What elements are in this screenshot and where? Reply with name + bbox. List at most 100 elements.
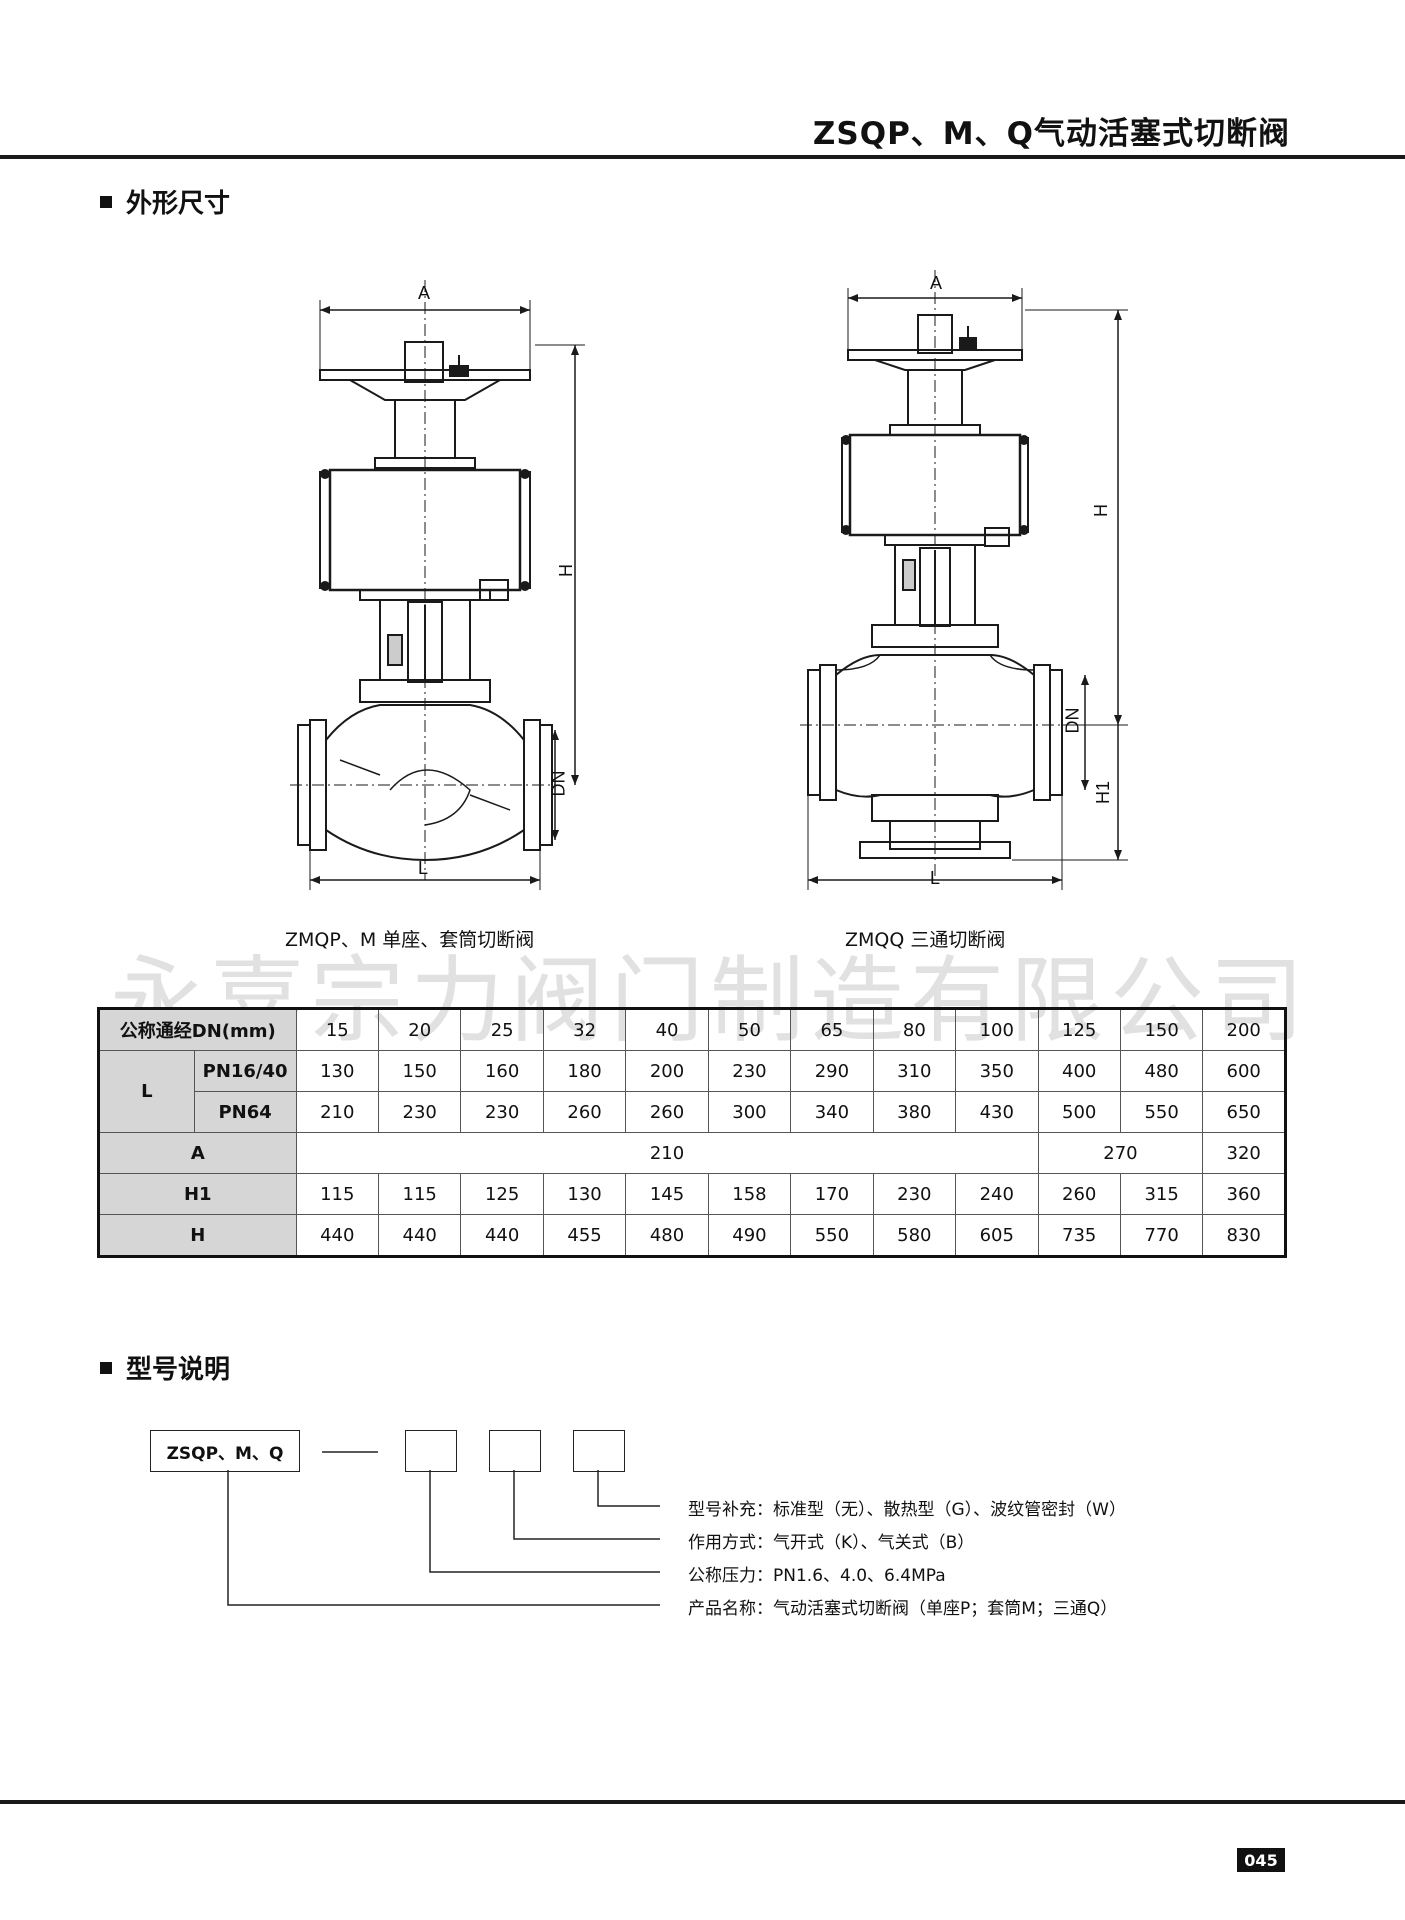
- table-cell: 50: [707, 1008, 792, 1051]
- table-cell: 480: [1119, 1050, 1204, 1092]
- bullet-square-icon: [100, 1361, 112, 1374]
- table-cell: 80: [872, 1008, 957, 1051]
- table-header-pn64: PN64: [193, 1091, 297, 1133]
- table-cell: 115: [295, 1173, 380, 1215]
- table-cell: 310: [872, 1050, 957, 1092]
- left-label-a: A: [418, 283, 431, 303]
- right-label-h: H: [1091, 504, 1111, 517]
- table-row: L PN16/40 130 150 160 180 200 230 290 31…: [98, 1050, 1286, 1133]
- model-slot-supplement: [573, 1430, 625, 1472]
- model-slot-pressure: [405, 1430, 457, 1472]
- table-cell: 180: [542, 1050, 627, 1092]
- table-cell: 290: [790, 1050, 874, 1092]
- table-cell: 550: [1119, 1091, 1204, 1133]
- left-drawing-caption: ZMQP、M 单座、套筒切断阀: [285, 929, 535, 951]
- table-cell: 550: [790, 1214, 874, 1257]
- table-cell: 200: [1202, 1008, 1286, 1051]
- drawing-single-seat-valve: [290, 280, 585, 890]
- table-cell: 735: [1037, 1214, 1121, 1257]
- table-cell: 130: [542, 1173, 627, 1215]
- model-connector-lines: [227, 1451, 660, 1606]
- table-cell: 230: [460, 1091, 544, 1133]
- table-cell: 455: [542, 1214, 627, 1257]
- table-cell: 650: [1202, 1091, 1286, 1133]
- table-cell: 25: [460, 1008, 544, 1051]
- table-header-l: L: [98, 1050, 195, 1133]
- table-cell: 260: [1037, 1173, 1121, 1215]
- page-title: ZSQP、M、Q气动活塞式切断阀: [812, 116, 1290, 152]
- left-label-h: H: [556, 564, 576, 577]
- table-cell: 130: [295, 1050, 380, 1092]
- table-cell: 380: [872, 1091, 957, 1133]
- model-slot-action: [489, 1430, 541, 1472]
- table-cell: 150: [377, 1050, 462, 1092]
- right-label-h1: H1: [1093, 780, 1114, 805]
- table-cell: 145: [625, 1173, 709, 1215]
- table-cell: 65: [790, 1008, 874, 1051]
- section-heading-dimensions-text: 外形尺寸: [126, 189, 231, 219]
- table-cell: 605: [955, 1214, 1039, 1257]
- section-heading-model-text: 型号说明: [126, 1355, 231, 1385]
- model-code-box: ZSQP、M、Q: [150, 1430, 300, 1472]
- section-heading-model: 型号说明: [100, 1349, 230, 1386]
- table-cell: 240: [955, 1173, 1039, 1215]
- table-cell: 125: [1037, 1008, 1121, 1051]
- table-cell: 270: [1037, 1132, 1204, 1174]
- table-cell: 440: [377, 1214, 462, 1257]
- table-cell: 350: [955, 1050, 1039, 1092]
- right-label-l: L: [930, 868, 941, 888]
- table-cell: 160: [460, 1050, 544, 1092]
- legend-pressure: 公称压力：PN1.6、4.0、6.4MPa: [688, 1566, 946, 1586]
- bullet-square-icon: [100, 195, 112, 208]
- table-cell: 260: [625, 1091, 709, 1133]
- table-cell: 230: [377, 1091, 462, 1133]
- table-header-h: H: [98, 1214, 297, 1257]
- legend-action: 作用方式：气开式（K）、气关式（B）: [688, 1533, 975, 1553]
- table-cell: 150: [1119, 1008, 1204, 1051]
- table-header-a: A: [98, 1132, 297, 1174]
- table-cell: 600: [1202, 1050, 1286, 1092]
- table-cell: 340: [790, 1091, 874, 1133]
- table-row: 公称通经DN(mm) 15 20 25 32 40 50 65 80 100 1…: [98, 1008, 1286, 1051]
- table-cell: 230: [872, 1173, 957, 1215]
- table-cell: 210: [295, 1091, 380, 1133]
- header-rule: [0, 155, 1405, 159]
- table-cell: 480: [625, 1214, 709, 1257]
- section-heading-dimensions: 外形尺寸: [100, 183, 230, 220]
- table-cell: 315: [1119, 1173, 1204, 1215]
- table-cell: 170: [790, 1173, 874, 1215]
- table-cell: 500: [1037, 1091, 1121, 1133]
- table-cell: 260: [542, 1091, 627, 1133]
- table-cell: 400: [1037, 1050, 1121, 1092]
- table-cell: 100: [955, 1008, 1039, 1051]
- right-label-a: A: [930, 273, 943, 293]
- table-cell: 490: [707, 1214, 792, 1257]
- table-header-dn: 公称通经DN(mm): [98, 1008, 297, 1051]
- table-cell: 770: [1119, 1214, 1204, 1257]
- table-cell: 32: [542, 1008, 627, 1051]
- page-number: 045: [1237, 1848, 1285, 1872]
- table-row: H1 115 115 125 130 145 158 170 230 240 2…: [98, 1173, 1286, 1215]
- dimensions-table: 公称通经DN(mm) 15 20 25 32 40 50 65 80 100 1…: [97, 1007, 1287, 1258]
- right-label-dn: DN: [1062, 707, 1083, 734]
- legend-supplement: 型号补充：标准型（无）、散热型（G）、波纹管密封（W）: [688, 1500, 1126, 1520]
- table-row: H 440 440 440 455 480 490 550 580 605 73…: [98, 1214, 1286, 1257]
- table-cell: 20: [377, 1008, 462, 1051]
- table-cell: 320: [1202, 1132, 1286, 1174]
- legend-product-name: 产品名称：气动活塞式切断阀（单座P；套筒M；三通Q）: [688, 1599, 1118, 1619]
- footer-rule: [0, 1800, 1405, 1804]
- table-row: PN64 210 230 230 260 260 300 340 380 430…: [99, 1091, 1286, 1133]
- table-cell: 230: [707, 1050, 792, 1092]
- table-cell: 430: [955, 1091, 1039, 1133]
- table-cell: 300: [707, 1091, 792, 1133]
- table-cell: 830: [1202, 1214, 1286, 1257]
- table-cell: 40: [625, 1008, 709, 1051]
- table-row: A 210 270 320: [98, 1132, 1286, 1174]
- left-label-l: L: [418, 858, 429, 878]
- table-header-h1: H1: [98, 1173, 297, 1215]
- table-cell: 115: [377, 1173, 462, 1215]
- table-cell: 158: [707, 1173, 792, 1215]
- left-label-dn: DN: [548, 770, 569, 797]
- table-cell: 360: [1202, 1173, 1286, 1215]
- table-cell: 440: [460, 1214, 544, 1257]
